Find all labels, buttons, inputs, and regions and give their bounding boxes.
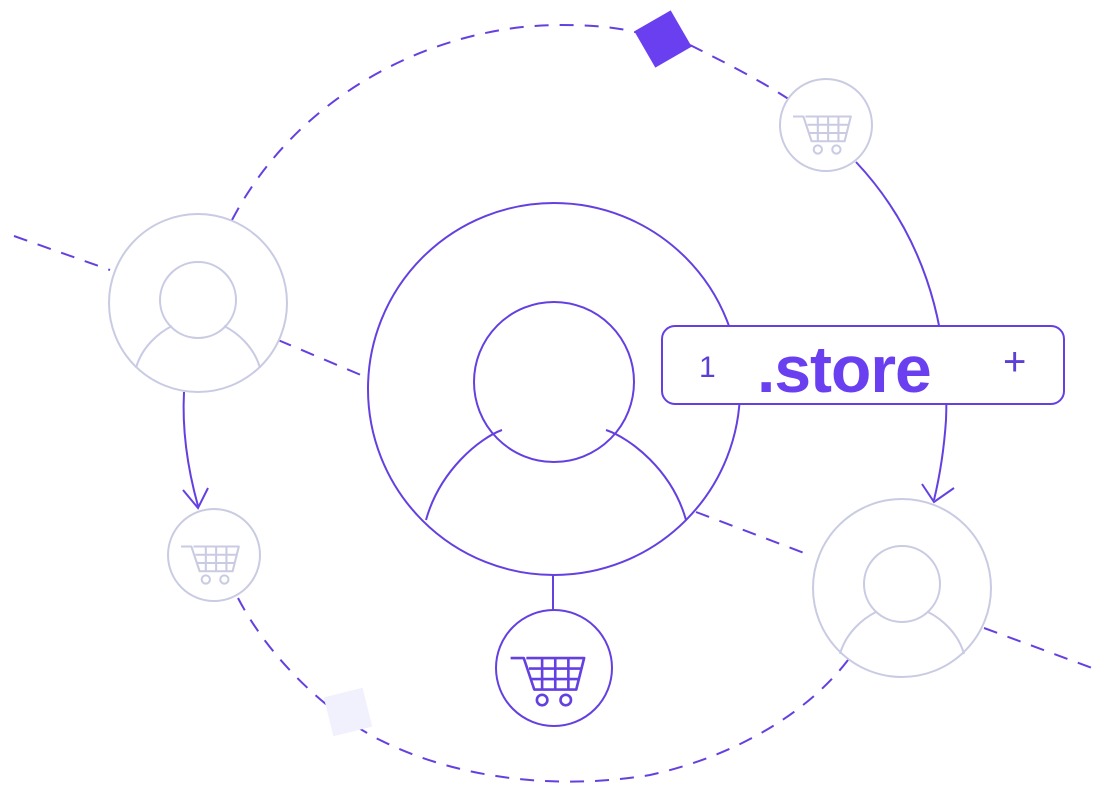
user-node-left <box>108 213 288 393</box>
accent-square <box>634 10 692 68</box>
arrowhead-left-icon <box>182 487 209 510</box>
central-cart-node <box>495 609 613 727</box>
arrowhead-right-icon <box>921 483 955 504</box>
diagonal-dashed-right <box>983 627 1093 669</box>
central-user-node <box>367 202 741 610</box>
user-node-right <box>812 498 992 678</box>
orbit-dashed-right-top <box>689 44 791 101</box>
user-icon <box>473 301 635 463</box>
cart-node-left <box>167 508 261 602</box>
user-icon <box>159 261 237 339</box>
domain-extension: .store <box>757 332 932 406</box>
diagonal-dashed-center-right <box>695 511 813 557</box>
arrow-left-down <box>182 391 199 507</box>
domain-badge: 1 .store + <box>661 325 1065 406</box>
cart-node-top-right <box>779 78 873 172</box>
diagonal-dashed-center <box>277 339 369 379</box>
orbit-dashed-bottom <box>237 597 849 783</box>
pale-square <box>323 687 373 737</box>
plus-icon: + <box>1003 340 1027 384</box>
orbit-dashed-top <box>231 23 661 221</box>
diagonal-dashed-left <box>13 235 111 271</box>
domain-index: 1 <box>699 351 716 384</box>
user-icon <box>863 545 941 623</box>
